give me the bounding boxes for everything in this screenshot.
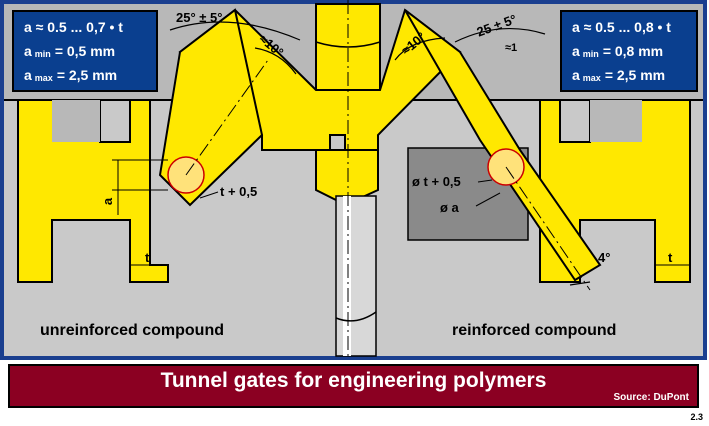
right-caption: reinforced compound — [452, 322, 617, 339]
right-insert — [590, 100, 642, 142]
source-credit: Source: DuPont — [613, 392, 689, 403]
left-box-line1: a ≈ 0.5 ... 0,7 • t — [24, 19, 123, 35]
right-dia-t-label: ø t + 0,5 — [412, 174, 461, 189]
right-land-label: ≈1 — [505, 42, 518, 54]
right-box-line1: a ≈ 0.5 ... 0,8 • t — [572, 19, 671, 35]
right-t-label: t — [668, 250, 673, 265]
left-tunnel — [158, 8, 264, 207]
title-banner: Tunnel gates for engineering polymers So… — [8, 364, 699, 408]
left-angle-label: 25° ± 5° — [176, 10, 223, 25]
right-taper-label: 4° — [598, 250, 611, 265]
right-tunnel — [404, 9, 602, 282]
left-offset-label: t + 0,5 — [220, 184, 258, 199]
ejector-pin — [335, 195, 377, 357]
right-dia-a-label: ø a — [440, 200, 459, 215]
left-caption: unreinforced compound — [40, 322, 224, 339]
figure-number: 2.3 — [690, 412, 703, 422]
left-a-label: a — [100, 197, 116, 206]
banner-title: Tunnel gates for engineering polymers — [160, 369, 547, 392]
left-insert — [52, 100, 100, 142]
runner — [178, 8, 462, 201]
left-t-label: t — [145, 250, 150, 265]
